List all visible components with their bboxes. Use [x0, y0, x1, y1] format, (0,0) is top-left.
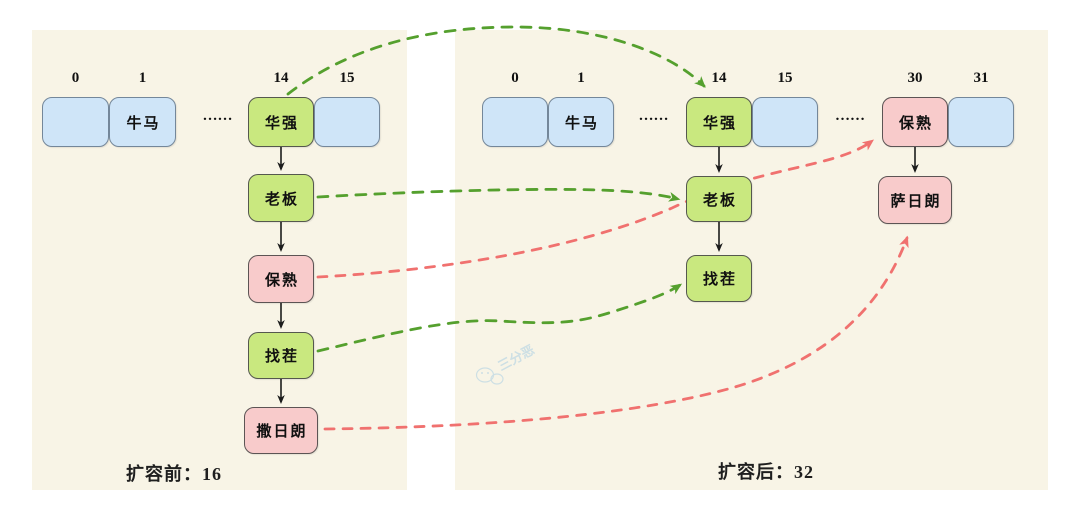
arrow-rehash-laoban: [316, 187, 681, 202]
before-bucket-14-huaqiang: 华强: [248, 97, 314, 147]
before-index-0: 0: [71, 70, 80, 86]
after-index-15: 15: [777, 70, 793, 86]
before-ellipsis: ……: [202, 108, 233, 124]
before-index-1: 1: [138, 70, 147, 86]
after-node-salang: 萨日朗: [878, 176, 952, 224]
after-bucket-15: [752, 97, 818, 147]
after-index-30: 30: [907, 70, 923, 86]
before-bucket-0: [42, 97, 109, 147]
arrow-rehash-salang: [323, 235, 909, 431]
before-index-14: 14: [273, 70, 289, 86]
after-bucket-1-niuma: 牛马: [548, 97, 614, 147]
before-caption: 扩容前：16: [126, 464, 222, 484]
before-node-salang: 撒日朗: [244, 407, 318, 454]
watermark-bubble-small-icon: [490, 373, 504, 385]
after-ellipsis-1: ……: [638, 108, 669, 124]
after-node-laoban: 老板: [686, 176, 752, 222]
before-bucket-15: [314, 97, 380, 147]
before-node-baoshu: 保熟: [248, 255, 314, 303]
after-bucket-14-huaqiang: 华强: [686, 97, 752, 147]
after-bucket-30-baoshu: 保熟: [882, 97, 948, 147]
arrow-rehash-zhaocha: [316, 283, 683, 353]
before-node-zhaocha: 找茬: [248, 332, 314, 379]
watermark-text: 三分恶: [495, 342, 536, 374]
watermark-eye-icon: [487, 372, 489, 374]
after-bucket-31: [948, 97, 1014, 147]
after-index-0: 0: [511, 70, 519, 86]
after-ellipsis-2: ……: [835, 108, 865, 124]
before-bucket-1-niuma: 牛马: [109, 97, 176, 147]
after-node-zhaocha: 找茬: [686, 255, 752, 302]
watermark: 三分恶: [475, 342, 537, 385]
watermark-eye-icon: [481, 372, 483, 374]
after-index-1: 1: [577, 70, 585, 86]
before-index-15: 15: [339, 70, 355, 86]
arrow-rehash-baoshu: [316, 139, 875, 279]
arrow-rehash-huaqiang: [286, 25, 706, 96]
before-node-laoban: 老板: [248, 174, 314, 222]
after-index-14: 14: [711, 70, 727, 86]
after-index-31: 31: [973, 70, 989, 86]
after-caption: 扩容后：32: [718, 462, 814, 482]
after-bucket-0: [482, 97, 548, 147]
